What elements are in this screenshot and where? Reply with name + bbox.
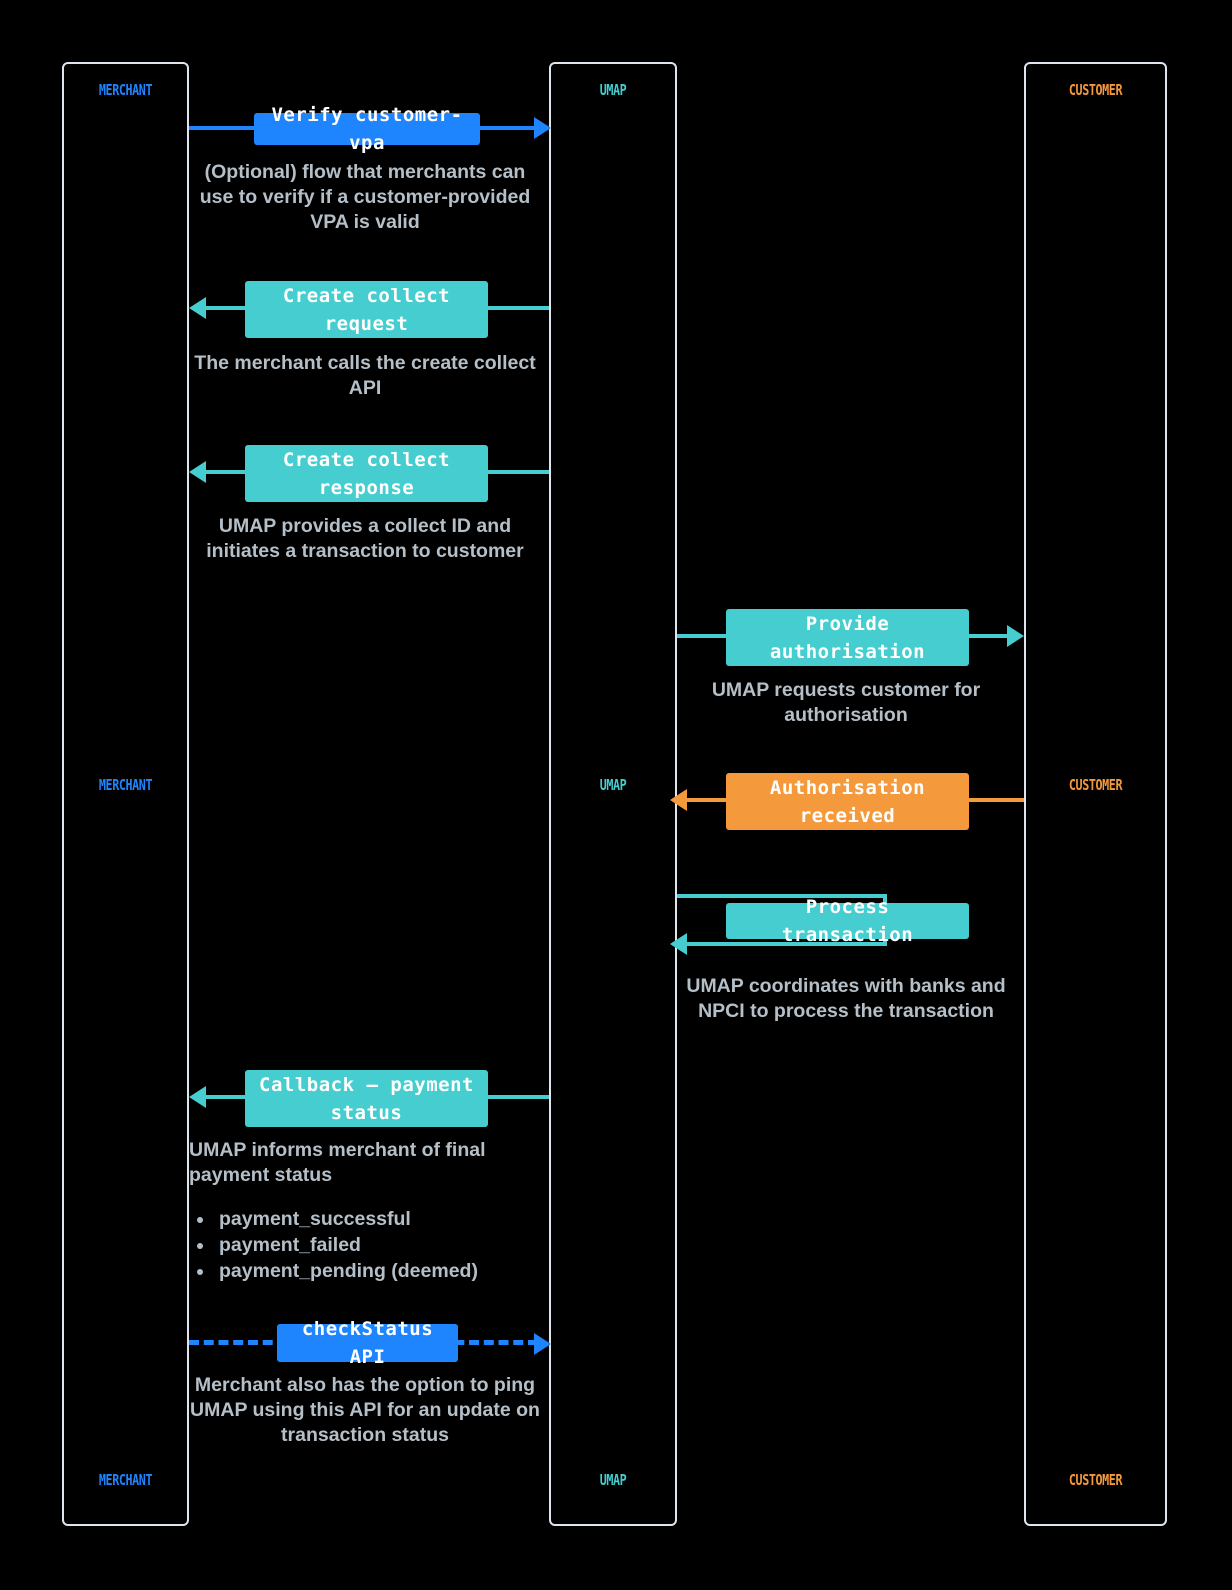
- message-box-create-collect-response[interactable]: Create collect response: [245, 445, 488, 502]
- caption-callback-payment-status: UMAP informs merchant of final payment s…: [189, 1139, 486, 1186]
- lifeline-customer: [1024, 62, 1167, 1526]
- message-box-checkstatus-api[interactable]: checkStatus API: [277, 1318, 458, 1368]
- arrow-head-create-collect-response: [189, 461, 206, 483]
- lifeline-label-merchant-mid: MERCHANT: [98, 776, 153, 794]
- selfloop-top-segment-process-transaction: [677, 894, 887, 898]
- arrow-head-verify-customer-vpa: [534, 117, 551, 139]
- selfloop-bottom-segment-process-transaction: [684, 942, 887, 946]
- lifeline-label-merchant-bottom: MERCHANT: [98, 1471, 153, 1489]
- caption-provide-authorisation: UMAP requests customer for authorisation: [711, 679, 981, 726]
- caption-create-collect-request: The merchant calls the create collect AP…: [194, 352, 536, 399]
- list-item: payment_pending (deemed): [215, 1259, 555, 1285]
- arrow-head-checkstatus-api: [534, 1333, 551, 1355]
- message-box-provide-authorisation[interactable]: Provide authorisation: [726, 609, 969, 666]
- message-box-create-collect-request[interactable]: Create collect request: [245, 281, 488, 338]
- arrow-head-provide-authorisation: [1007, 625, 1024, 647]
- message-box-authorisation-received[interactable]: Authorisation received: [726, 773, 969, 830]
- caption-process-transaction: UMAP coordinates with banks and NPCI to …: [686, 975, 1006, 1022]
- caption-create-collect-response: UMAP provides a collect ID and initiates…: [206, 515, 524, 562]
- message-box-callback-payment-status[interactable]: Callback — payment status: [245, 1070, 488, 1127]
- lifeline-label-customer-top: CUSTOMER: [1068, 81, 1123, 99]
- lifeline-label-customer-bottom: CUSTOMER: [1068, 1471, 1123, 1489]
- lifeline-label-umap-mid: UMAP: [599, 776, 627, 794]
- lifeline-merchant: [62, 62, 189, 1526]
- payment-status-list: payment_successful payment_failed paymen…: [189, 1207, 555, 1285]
- arrow-head-authorisation-received: [670, 789, 687, 811]
- lifeline-umap: [549, 62, 677, 1526]
- message-box-verify-customer-vpa[interactable]: Verify customer-vpa: [254, 104, 480, 154]
- lifeline-label-umap-top: UMAP: [599, 81, 627, 99]
- list-item: payment_failed: [215, 1233, 555, 1259]
- lifeline-label-customer-mid: CUSTOMER: [1068, 776, 1123, 794]
- arrow-head-create-collect-request: [189, 297, 206, 319]
- caption-checkstatus-api: Merchant also has the option to ping UMA…: [190, 1374, 540, 1446]
- list-item: payment_successful: [215, 1207, 555, 1233]
- caption-verify-customer-vpa: (Optional) flow that merchants can use t…: [199, 161, 531, 233]
- arrow-head-callback-payment-status: [189, 1086, 206, 1108]
- lifeline-label-umap-bottom: UMAP: [599, 1471, 627, 1489]
- lifeline-label-merchant-top: MERCHANT: [98, 81, 153, 99]
- message-box-process-transaction[interactable]: Process transaction: [726, 896, 969, 946]
- arrow-head-process-transaction: [670, 933, 687, 955]
